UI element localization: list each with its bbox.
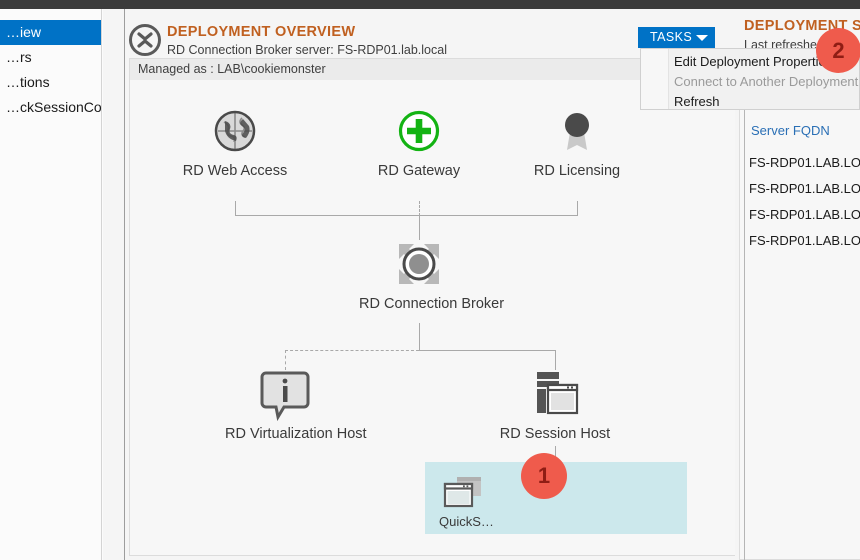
sidebar-content-gutter xyxy=(102,9,125,560)
connector-lower-horizontal-dotted xyxy=(285,350,419,351)
diagram-node-rd-session-host[interactable]: RD Session Host xyxy=(495,368,615,442)
sidebar-item-quicksessioncollection[interactable]: …ckSessionCo… xyxy=(0,95,101,120)
menu-item-connect-to-another-deployment: Connect to Another Deployment xyxy=(670,72,858,92)
deployment-overview-icon xyxy=(129,24,161,56)
menu-item-refresh[interactable]: Refresh xyxy=(670,92,720,112)
menu-icon-gutter xyxy=(641,49,669,109)
annotation-badge-2: 2 xyxy=(816,28,860,73)
page-title: DEPLOYMENT OVERVIEW xyxy=(167,24,355,40)
sidebar-item-collections[interactable]: …tions xyxy=(0,70,101,95)
diagram-node-rd-virtualization-host[interactable]: RD Virtualization Host xyxy=(225,368,345,442)
collection-windows-icon xyxy=(443,476,487,510)
deployment-servers-rows: FS-RDP01.LAB.LOCAL FS-RDP01.LAB.LOCAL FS… xyxy=(749,150,860,254)
diagram-node-rd-connection-broker[interactable]: RD Connection Broker xyxy=(359,238,479,312)
sidebar-item-label: …tions xyxy=(6,74,50,90)
green-plus-icon xyxy=(359,105,479,157)
sidebar-item-label: …ckSessionCo… xyxy=(6,99,101,115)
annotation-badge-1: 1 xyxy=(521,453,567,499)
page-subtitle: RD Connection Broker server: FS-RDP01.la… xyxy=(167,43,447,57)
broker-target-icon xyxy=(359,238,479,290)
diagram-node-label: RD Virtualization Host xyxy=(225,426,345,442)
tasks-button[interactable]: TASKS xyxy=(638,27,715,48)
sidebar-item-label: …rs xyxy=(6,49,32,65)
connector-lower-horizontal xyxy=(419,350,555,351)
table-row[interactable]: FS-RDP01.LAB.LOCAL xyxy=(749,228,860,254)
diagram-node-label: RD Web Access xyxy=(175,163,295,179)
session-host-windows-icon xyxy=(495,368,615,420)
diagram-node-rd-gateway[interactable]: RD Gateway xyxy=(359,105,479,179)
globe-icon xyxy=(175,105,295,157)
column-header-server-fqdn[interactable]: Server FQDN xyxy=(751,123,830,138)
deployment-overview-header: DEPLOYMENT OVERVIEW RD Connection Broker… xyxy=(125,15,645,61)
sidebar-item-overview[interactable]: …iew xyxy=(0,20,101,45)
diagram-node-label: RD Gateway xyxy=(359,163,479,179)
diagram-node-label: RD Licensing xyxy=(517,163,637,179)
sidebar-item-label: …iew xyxy=(6,24,41,40)
info-callout-icon xyxy=(225,368,345,420)
tasks-button-label: TASKS xyxy=(650,30,692,44)
chevron-down-icon xyxy=(696,35,708,41)
collection-tile-label: QuickS… xyxy=(439,514,494,529)
connector-broker-up xyxy=(419,216,420,240)
table-row[interactable]: FS-RDP01.LAB.LOCAL xyxy=(749,202,860,228)
managed-as-text: Managed as : LAB\cookiemonster xyxy=(138,62,326,76)
award-ribbon-icon xyxy=(517,105,637,157)
connector-webaccess-stub xyxy=(235,201,236,216)
sidebar-item-servers[interactable]: …rs xyxy=(0,45,101,70)
table-row[interactable]: FS-RDP01.LAB.LOCAL xyxy=(749,150,860,176)
diagram-node-rd-licensing[interactable]: RD Licensing xyxy=(517,105,637,179)
deployment-servers-table-divider xyxy=(744,105,745,560)
connector-sessionhost-stub xyxy=(555,350,556,370)
connector-broker-down xyxy=(419,323,420,350)
table-row[interactable]: FS-RDP01.LAB.LOCAL xyxy=(749,176,860,202)
diagram-node-rd-web-access[interactable]: RD Web Access xyxy=(175,105,295,179)
connector-top-horizontal xyxy=(235,215,577,216)
menu-item-edit-deployment-properties[interactable]: Edit Deployment Properties xyxy=(670,52,832,72)
left-navigation-sidebar: …iew …rs …tions …ckSessionCo… xyxy=(0,9,102,560)
connector-gateway-stub-dotted xyxy=(419,201,420,216)
connector-licensing-stub xyxy=(577,201,578,216)
diagram-node-label: RD Session Host xyxy=(495,426,615,442)
diagram-node-label: RD Connection Broker xyxy=(359,296,479,312)
window-title-bar xyxy=(0,0,860,9)
